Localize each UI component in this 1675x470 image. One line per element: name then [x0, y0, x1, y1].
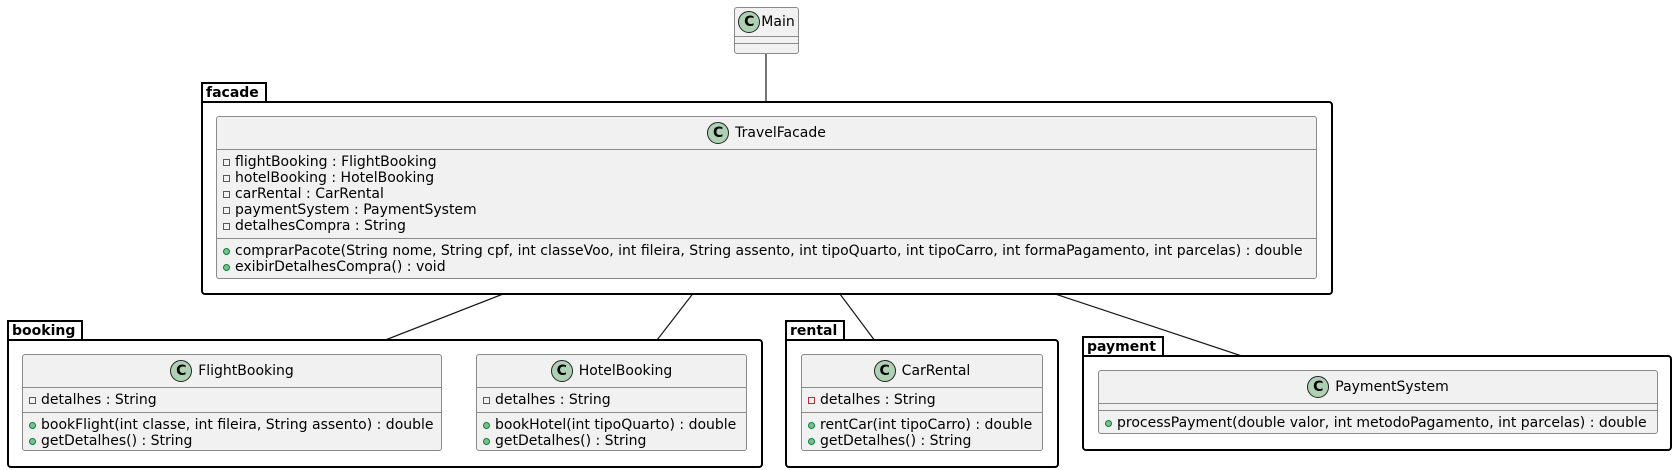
- private-visibility-icon: [223, 174, 230, 182]
- method-row: getDetalhes() : String: [808, 433, 1042, 449]
- field-row: detalhes : String: [808, 392, 1042, 408]
- field-row: flightBooking : FlightBooking: [223, 154, 1316, 170]
- private-visibility-icon: [223, 222, 230, 230]
- method-text: bookFlight(int classe, int fileira, Stri…: [41, 417, 434, 433]
- fields-section: [1099, 404, 1657, 411]
- method-text: processPayment(double valor, int metodoP…: [1117, 415, 1647, 431]
- method-text: bookHotel(int tipoQuarto) : double: [495, 417, 737, 433]
- method-row: rentCar(int tipoCarro) : double: [808, 417, 1042, 433]
- public-visibility-icon: [1105, 419, 1112, 427]
- field-text: detalhes : String: [495, 392, 611, 408]
- field-row: paymentSystem : PaymentSystem: [223, 202, 1316, 218]
- private-visibility-icon: [223, 206, 230, 214]
- class-name: Main: [761, 14, 795, 30]
- methods-section: processPayment(double valor, int metodoP…: [1099, 411, 1657, 433]
- class-main[interactable]: C Main: [734, 7, 799, 54]
- package-booking-tab: booking: [7, 320, 84, 340]
- class-name: CarRental: [901, 363, 971, 379]
- class-header: C TravelFacade: [217, 117, 1316, 150]
- private-visibility-icon: [483, 396, 490, 404]
- field-text: detalhesCompra : String: [235, 218, 406, 234]
- class-travelfacade[interactable]: C TravelFacade flightBooking : FlightBoo…: [216, 116, 1317, 279]
- private-visibility-icon: [223, 158, 230, 166]
- class-header: C HotelBooking: [477, 355, 746, 388]
- class-c-icon: C: [707, 122, 730, 144]
- public-visibility-icon: [223, 263, 230, 271]
- method-row: bookHotel(int tipoQuarto) : double: [483, 417, 746, 433]
- method-text: getDetalhes() : String: [820, 433, 972, 449]
- class-header: C Main: [735, 8, 798, 37]
- package-rental-tab: rental: [785, 320, 846, 340]
- method-row: exibirDetalhesCompra() : void: [223, 259, 1316, 275]
- field-row: hotelBooking : HotelBooking: [223, 170, 1316, 186]
- class-flightbooking[interactable]: C FlightBooking detalhes : String bookFl…: [22, 354, 442, 451]
- public-visibility-icon: [808, 421, 815, 429]
- public-visibility-icon: [483, 421, 490, 429]
- field-text: detalhes : String: [41, 392, 157, 408]
- field-text: carRental : CarRental: [235, 186, 384, 202]
- fields-section: [735, 37, 798, 44]
- class-header: C CarRental: [802, 355, 1042, 388]
- methods-section: bookFlight(int classe, int fileira, Stri…: [23, 413, 441, 450]
- method-text: getDetalhes() : String: [41, 433, 193, 449]
- field-row: carRental : CarRental: [223, 186, 1316, 202]
- method-text: rentCar(int tipoCarro) : double: [820, 417, 1033, 433]
- class-paymentsystem[interactable]: C PaymentSystem processPayment(double va…: [1098, 370, 1658, 434]
- class-c-icon: C: [873, 360, 896, 382]
- class-c-icon: C: [170, 360, 193, 382]
- class-header: C PaymentSystem: [1099, 371, 1657, 404]
- method-row: getDetalhes() : String: [483, 433, 746, 449]
- class-name: FlightBooking: [198, 363, 294, 379]
- field-text: hotelBooking : HotelBooking: [235, 170, 435, 186]
- field-row: detalhes : String: [29, 392, 441, 408]
- fields-section: flightBooking : FlightBooking hotelBooki…: [217, 150, 1316, 239]
- methods-section: comprarPacote(String nome, String cpf, i…: [217, 239, 1316, 278]
- class-c-icon: C: [738, 11, 761, 33]
- class-name: PaymentSystem: [1335, 379, 1449, 395]
- public-visibility-icon: [29, 421, 36, 429]
- method-row: processPayment(double valor, int metodoP…: [1105, 415, 1657, 431]
- field-text: paymentSystem : PaymentSystem: [235, 202, 477, 218]
- method-row: getDetalhes() : String: [29, 433, 441, 449]
- methods-section: [735, 44, 798, 50]
- public-visibility-icon: [808, 437, 815, 445]
- methods-section: rentCar(int tipoCarro) : double getDetal…: [802, 413, 1042, 450]
- private-visibility-icon: [223, 190, 230, 198]
- public-visibility-icon: [223, 247, 230, 255]
- method-row: bookFlight(int classe, int fileira, Stri…: [29, 417, 441, 433]
- class-carrental[interactable]: C CarRental detalhes : String rentCar(in…: [801, 354, 1043, 451]
- method-row: comprarPacote(String nome, String cpf, i…: [223, 243, 1316, 259]
- class-c-icon: C: [1307, 376, 1330, 398]
- field-text: detalhes : String: [820, 392, 936, 408]
- field-row: detalhesCompra : String: [223, 218, 1316, 234]
- method-text: exibirDetalhesCompra() : void: [235, 259, 446, 275]
- package-facade-tab: facade: [201, 82, 267, 102]
- class-hotelbooking[interactable]: C HotelBooking detalhes : String bookHot…: [476, 354, 747, 451]
- private-visibility-icon: [29, 396, 36, 404]
- class-c-icon: C: [550, 360, 573, 382]
- methods-section: bookHotel(int tipoQuarto) : double getDe…: [477, 413, 746, 450]
- fields-section: detalhes : String: [802, 388, 1042, 413]
- method-text: getDetalhes() : String: [495, 433, 647, 449]
- public-visibility-icon: [29, 437, 36, 445]
- field-row: detalhes : String: [483, 392, 746, 408]
- public-visibility-icon: [483, 437, 490, 445]
- package-payment-tab: payment: [1082, 336, 1164, 356]
- fields-section: detalhes : String: [23, 388, 441, 413]
- class-header: C FlightBooking: [23, 355, 441, 388]
- fields-section: detalhes : String: [477, 388, 746, 413]
- method-text: comprarPacote(String nome, String cpf, i…: [235, 243, 1303, 259]
- field-text: flightBooking : FlightBooking: [235, 154, 437, 170]
- private-visibility-icon: [808, 396, 815, 404]
- class-name: TravelFacade: [735, 125, 826, 141]
- class-name: HotelBooking: [578, 363, 673, 379]
